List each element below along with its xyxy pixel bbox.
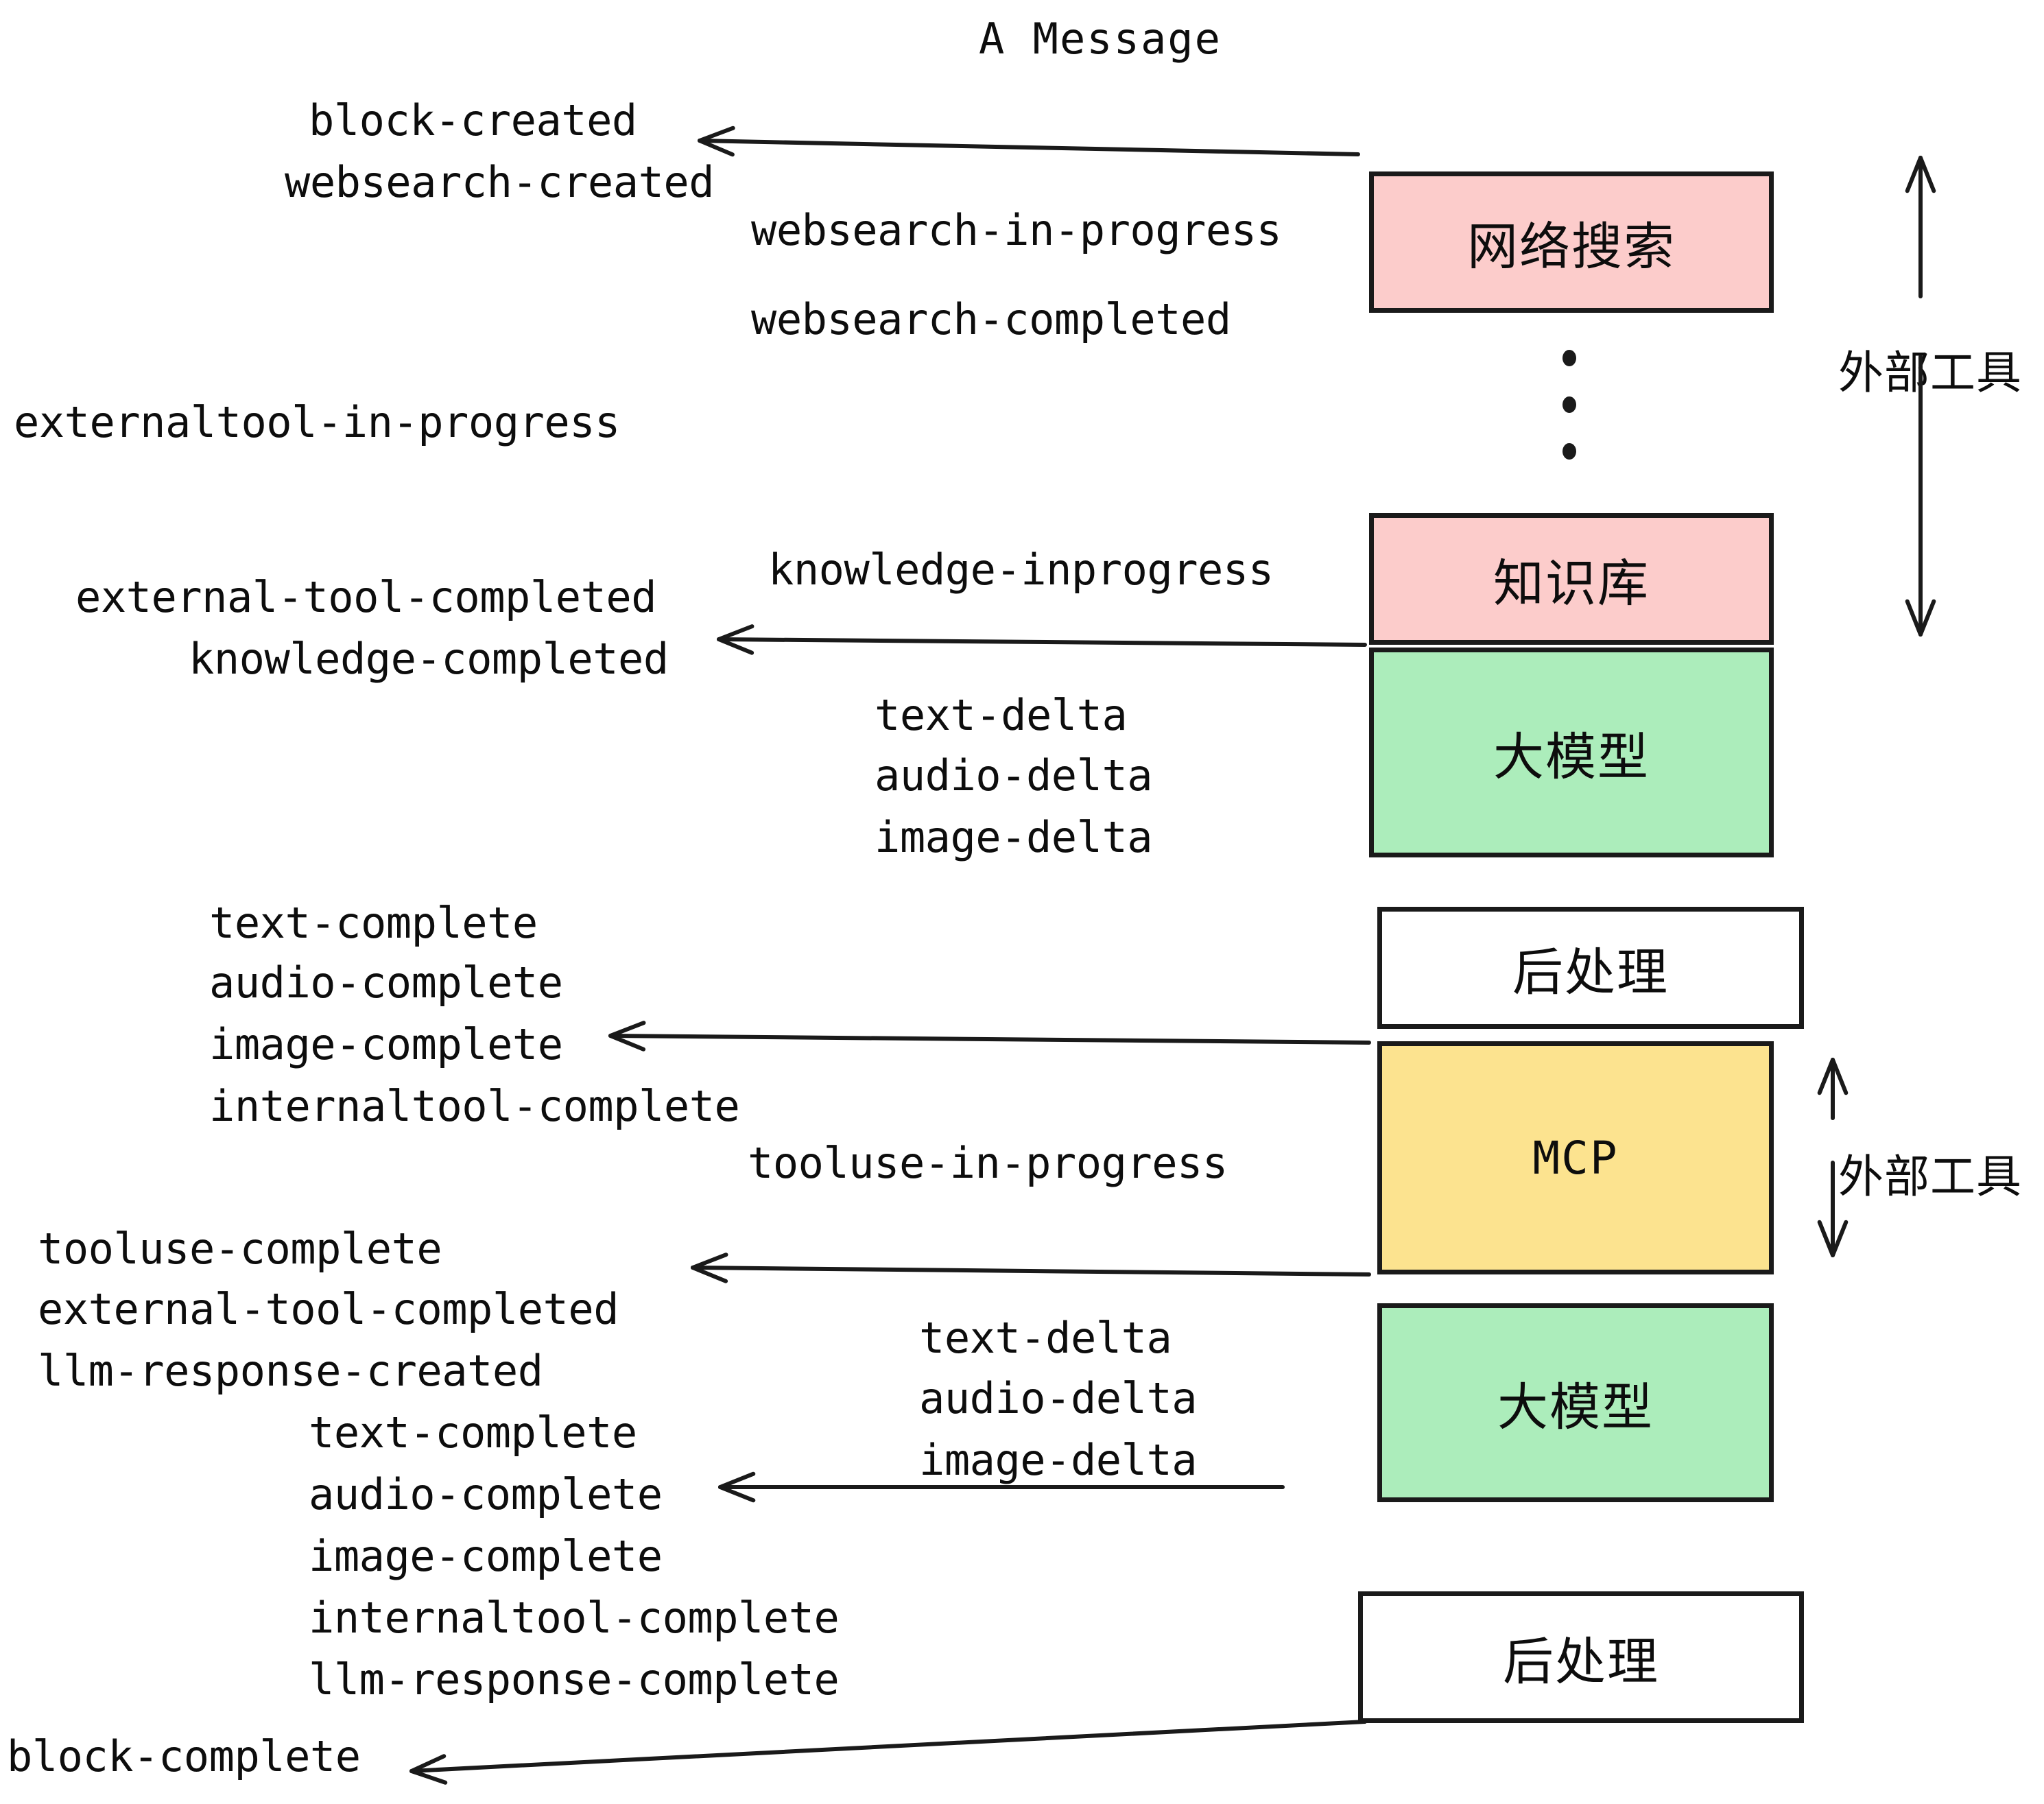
event-label-image-delta-1: image-delta — [875, 812, 1153, 862]
arrow-tooluse-complete — [691, 1253, 1371, 1283]
event-label-text-delta-2: text-delta — [919, 1313, 1172, 1363]
event-label-block-complete: block-complete — [7, 1731, 361, 1781]
event-label-image-delta-2: image-delta — [919, 1435, 1198, 1485]
event-label-audio-complete-1: audio-complete — [209, 958, 563, 1008]
arrow-block-complete — [409, 1720, 1367, 1785]
event-label-external-tool-completed-1: external-tool-completed — [75, 572, 657, 622]
event-label-audio-complete-2: audio-complete — [309, 1469, 663, 1519]
component-box-mcp: MCP — [1377, 1041, 1774, 1274]
event-label-text-complete-1: text-complete — [209, 898, 538, 948]
event-label-externaltool-in-progress: externaltool-in-progress — [14, 397, 620, 447]
page-title: A Message — [979, 14, 1222, 64]
component-box-llm-top: 大模型 — [1369, 648, 1774, 857]
event-label-external-tool-completed-2: external-tool-completed — [38, 1284, 619, 1334]
component-box-post-top: 后处理 — [1377, 907, 1804, 1029]
event-label-text-complete-2: text-complete — [309, 1408, 637, 1458]
event-label-llm-response-complete: llm-response-complete — [309, 1654, 840, 1705]
event-label-websearch-completed: websearch-completed — [751, 294, 1231, 344]
event-label-websearch-in-progress: websearch-in-progress — [751, 205, 1282, 255]
component-box-llm-bottom: 大模型 — [1377, 1303, 1774, 1502]
event-label-text-delta-1: text-delta — [875, 690, 1128, 740]
component-box-websearch: 网络搜索 — [1369, 171, 1774, 313]
component-box-knowledge: 知识库 — [1369, 513, 1774, 645]
component-box-post-bottom: 后处理 — [1358, 1591, 1804, 1723]
event-label-image-complete-2: image-complete — [309, 1531, 663, 1581]
event-label-knowledge-completed: knowledge-completed — [189, 634, 669, 684]
arrow-knowledge-complete — [717, 624, 1367, 655]
event-label-knowledge-inprogress: knowledge-inprogress — [768, 545, 1274, 595]
event-label-internaltool-complete-2: internaltool-complete — [309, 1593, 840, 1643]
arrow-image-complete — [608, 1021, 1371, 1052]
arrow-block-created — [698, 126, 1360, 157]
ellipsis-dot-icon — [1562, 396, 1576, 413]
event-label-websearch-created: websearch-created — [285, 157, 715, 207]
event-label-tooluse-in-progress: tooluse-in-progress — [748, 1138, 1228, 1188]
event-label-audio-delta-1: audio-delta — [875, 750, 1153, 800]
vertical-ellipsis-icon — [1562, 350, 1576, 460]
event-label-audio-delta-2: audio-delta — [919, 1373, 1198, 1423]
side-label-external-tools-bottom: 外部工具 — [1838, 1150, 2022, 1203]
event-label-internaltool-complete-1: internaltool-complete — [209, 1081, 740, 1131]
event-label-block-created: block-created — [309, 95, 637, 145]
ellipsis-dot-icon — [1562, 350, 1576, 366]
event-label-llm-response-created: llm-response-created — [38, 1346, 543, 1396]
event-label-tooluse-complete: tooluse-complete — [38, 1224, 442, 1274]
ellipsis-dot-icon — [1562, 443, 1576, 460]
side-label-external-tools-top: 外部工具 — [1838, 346, 2022, 399]
event-label-image-complete-1: image-complete — [209, 1019, 563, 1069]
